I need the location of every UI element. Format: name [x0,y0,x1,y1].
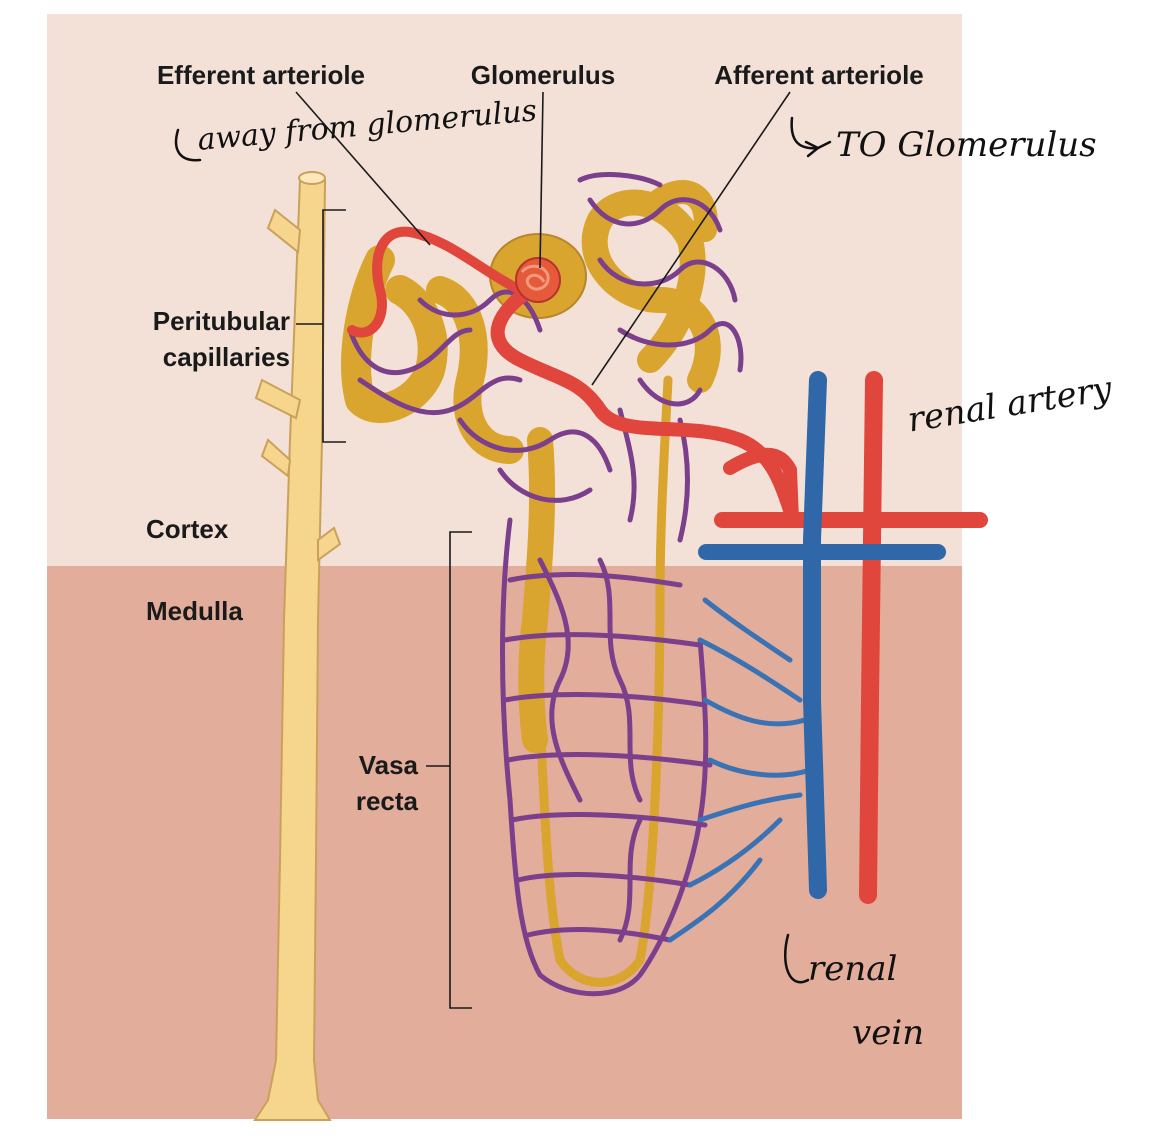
renal-vein [698,371,946,899]
label-efferent-arteriole: Efferent arteriole [156,60,366,90]
label-medulla: Medulla [146,596,243,626]
handwritten-afferent-note: TO Glomerulus [836,125,1097,165]
label-peritubular-line2: capillaries [162,342,290,372]
handwritten-renal-vein-line1: renal [808,949,898,989]
label-glomerulus: Glomerulus [470,60,616,90]
label-vasa-recta-line1: Vasa [358,750,418,780]
leader-lines [295,91,791,386]
glomerulus-tuft [515,257,561,303]
efferent-arteriole [347,226,525,338]
peritubular-bracket [296,209,346,443]
label-vasa-recta-line2: recta [355,786,418,816]
handwritten-renal-vein-line2: vein [852,1013,925,1053]
peritubular-capillary-network [347,172,744,543]
renal-artery [714,371,988,904]
vasa-recta-bracket [426,531,472,1009]
label-cortex: Cortex [146,514,229,544]
venous-vasa-recta [667,597,813,943]
label-afferent-arteriole: Afferent arteriole [714,60,924,90]
handwritten-arrows [174,116,832,984]
label-peritubular-line1: Peritubular [152,306,290,336]
vasa-recta [500,517,713,997]
collecting-duct [253,171,342,1121]
